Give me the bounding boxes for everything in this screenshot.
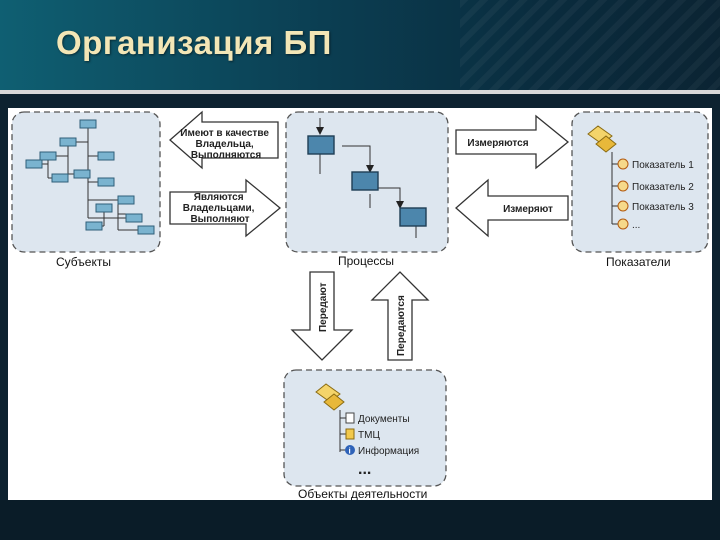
- objects-label: Объекты деятельности: [298, 487, 427, 500]
- owners-right-arrow: Являются Владельцами, Выполняют: [169, 178, 282, 238]
- folder-icon: [315, 383, 345, 411]
- subjects-box-frame: [11, 111, 161, 253]
- org-node: [79, 119, 97, 129]
- slide-title: Организация БП: [56, 24, 332, 61]
- measured-text: Измеряются: [467, 138, 528, 149]
- process-diagram: Субъекты Имеют в качестве Владельца, Вып…: [11, 110, 709, 500]
- transfer-up-arrow: Передаются: [370, 271, 430, 361]
- org-node: [59, 137, 77, 147]
- svg-text:...: ...: [632, 220, 640, 231]
- org-node: [25, 159, 43, 169]
- object-item-information: i Информация: [345, 445, 419, 457]
- processes-label: Процессы: [338, 254, 394, 268]
- process-step: [399, 207, 427, 227]
- goods-icon: [345, 428, 355, 440]
- owners-left-arrow: Имеют в качестве Владельца, Выполняются: [169, 110, 279, 170]
- header-decoration: [460, 0, 720, 90]
- org-node: [117, 195, 135, 205]
- diagram-canvas: Субъекты Имеют в качестве Владельца, Вып…: [8, 108, 712, 500]
- indicator-item-3: Показатель 3: [617, 200, 694, 213]
- measure-text: Измеряют: [503, 204, 553, 215]
- org-node: [97, 177, 115, 187]
- indicator-icon: [617, 218, 629, 230]
- transfer-text: Передают: [318, 282, 329, 332]
- owners-right-text: Являются Владельцами, Выполняют: [183, 192, 257, 225]
- objects-box-frame: [283, 369, 447, 487]
- org-node: [51, 173, 69, 183]
- indicator-item-1: Показатель 1: [617, 158, 694, 171]
- objects-more: ...: [358, 461, 371, 478]
- svg-text:Показатель 3: Показатель 3: [632, 202, 694, 213]
- owners-left-text: Имеют в качестве Владельца, Выполняются: [180, 128, 271, 161]
- info-icon: [345, 445, 355, 455]
- indicator-item-more: ...: [617, 218, 640, 231]
- indicators-label: Показатели: [606, 255, 671, 269]
- header-rule: [0, 90, 720, 94]
- org-node: [85, 221, 103, 231]
- svg-text:Документы: Документы: [358, 414, 410, 425]
- slide-footer-band: [0, 500, 720, 540]
- svg-text:Информация: Информация: [358, 445, 419, 457]
- org-node: [97, 151, 115, 161]
- process-step: [351, 171, 379, 191]
- measure-arrow: Измеряют: [455, 178, 569, 238]
- org-node: [73, 169, 91, 179]
- indicators-box: Показатель 1 Показатель 2 Показатель 3 .…: [571, 111, 709, 253]
- indicator-item-2: Показатель 2: [617, 180, 694, 193]
- document-icon: [345, 412, 355, 424]
- indicator-icon: [617, 158, 629, 170]
- subjects-label: Субъекты: [56, 255, 111, 269]
- svg-text:Показатель 2: Показатель 2: [632, 182, 694, 193]
- objects-box: Документы ТМЦ i Информация ...: [283, 369, 447, 487]
- object-item-documents: Документы: [345, 412, 410, 425]
- org-tree: [25, 119, 155, 235]
- org-node: [137, 225, 155, 235]
- indicator-icon: [617, 200, 629, 212]
- org-node: [95, 203, 113, 213]
- object-item-goods: ТМЦ: [345, 428, 380, 441]
- indicator-icon: [617, 180, 629, 192]
- svg-text:i: i: [349, 447, 351, 456]
- svg-text:Показатель 1: Показатель 1: [632, 160, 694, 171]
- org-node: [125, 213, 143, 223]
- folder-icon: [587, 125, 617, 153]
- transfer-down-arrow: Передают: [290, 271, 354, 361]
- processes-box: [285, 111, 449, 253]
- org-node: [39, 151, 57, 161]
- slide-header: Организация БП: [0, 0, 720, 90]
- measured-arrow: Измеряются: [455, 114, 570, 170]
- svg-text:ТМЦ: ТМЦ: [358, 430, 380, 441]
- subjects-box: [11, 111, 161, 253]
- transferred-text: Передаются: [396, 295, 407, 356]
- process-step: [307, 135, 335, 155]
